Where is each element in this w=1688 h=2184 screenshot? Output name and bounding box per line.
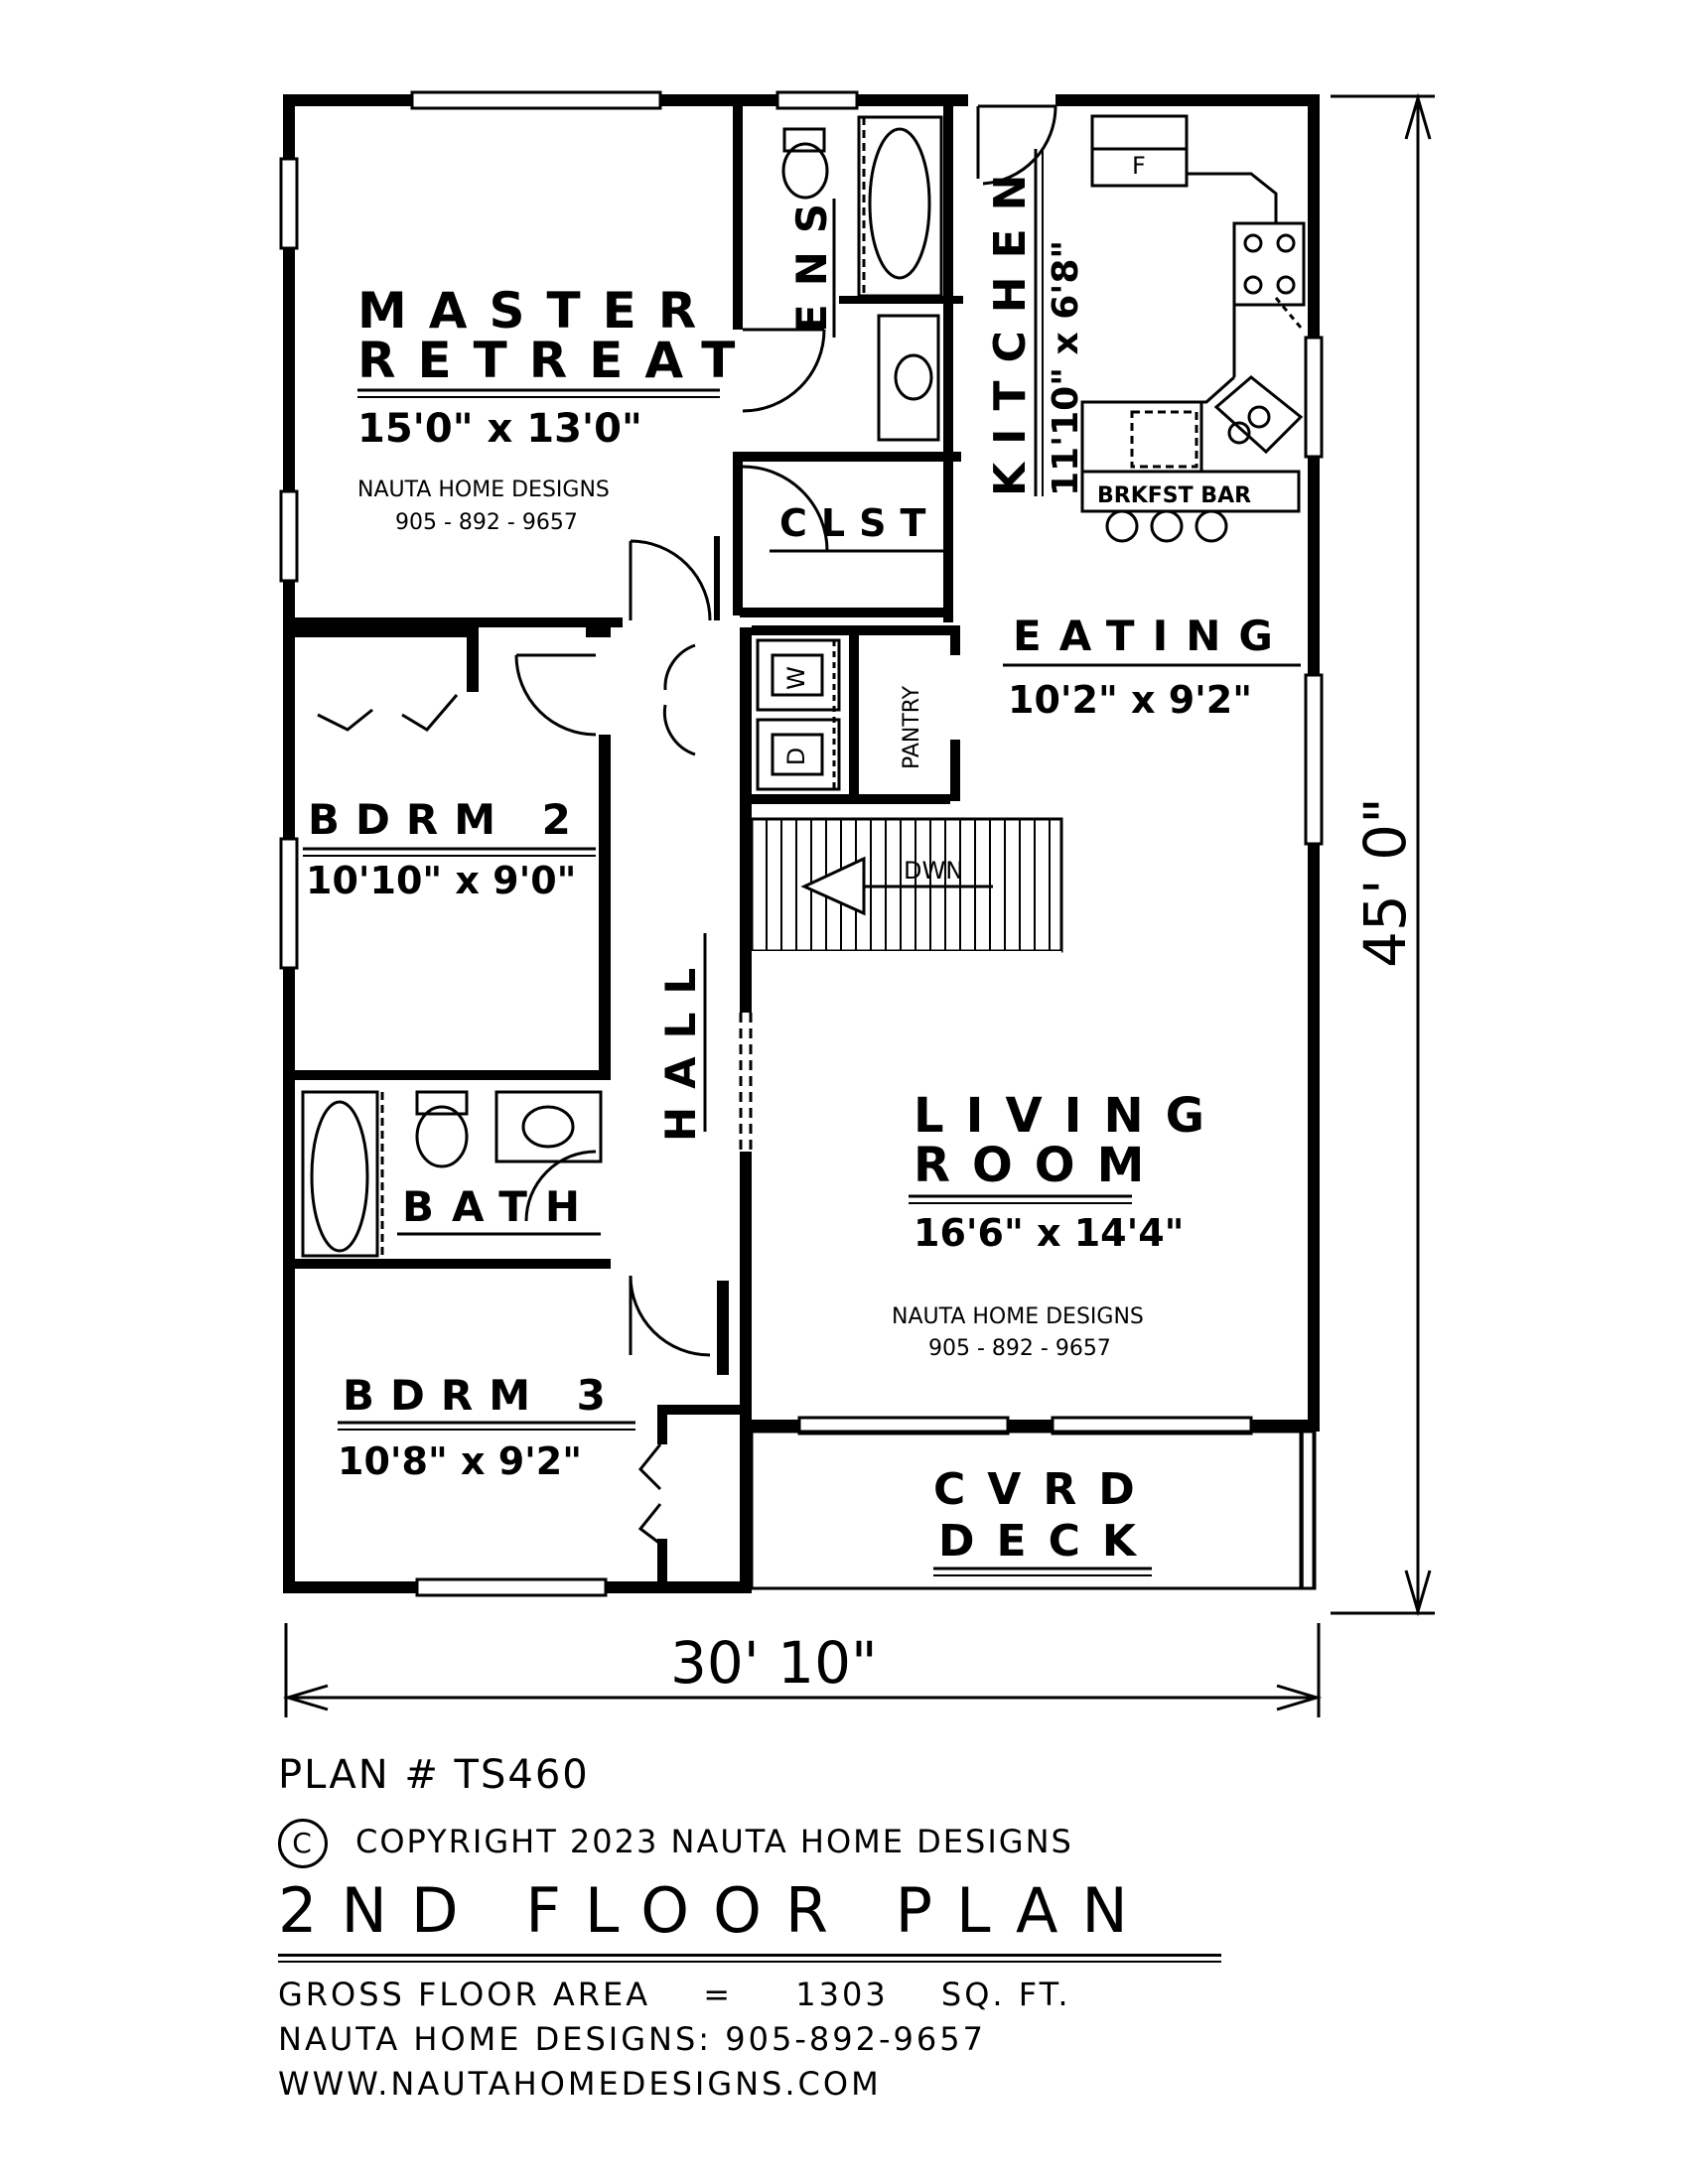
master-name-2: RETREAT [357, 332, 757, 389]
master-phone: 905 - 892 - 9657 [395, 510, 578, 535]
gross-value: 1303 [795, 1976, 889, 2013]
kitchen-label: KITCHEN [985, 157, 1036, 496]
brkfst-bar-label: BRKFST BAR [1097, 483, 1251, 508]
plan-number: PLAN # TS460 [278, 1752, 590, 1798]
deck-name-2: DECK [938, 1516, 1158, 1567]
gross-equals: = [703, 1976, 734, 2013]
depth-dimension: 45' 0" [1351, 797, 1419, 968]
deck-name-1: CVRD [933, 1464, 1157, 1515]
master-size: 15'0" x 13'0" [357, 406, 642, 452]
floor-plan-drawing: MASTER RETREAT 15'0" x 13'0" NAUTA HOME … [279, 90, 1435, 1717]
stair [750, 817, 1063, 957]
ens-fixtures [781, 115, 943, 442]
website-line: WWW.NAUTAHOMEDESIGNS.COM [278, 2065, 882, 2103]
interior-walls [295, 106, 963, 1583]
copyright-text: COPYRIGHT 2023 NAUTA HOME DESIGNS [355, 1823, 1073, 1860]
floor-plan-title: 2ND FLOOR PLAN [278, 1874, 1152, 1947]
copyright-symbol: C [278, 1819, 328, 1868]
gross-floor-area: GROSS FLOOR AREA = 1303 SQ. FT. [278, 1976, 1071, 2013]
contact-line: NAUTA HOME DESIGNS: 905-892-9657 [278, 2020, 986, 2058]
bdrm3-size: 10'8" x 9'2" [338, 1439, 582, 1483]
master-credit: NAUTA HOME DESIGNS [357, 478, 610, 502]
bath-fixtures [301, 1090, 603, 1258]
windows [279, 90, 1324, 1597]
kitchen-fixtures [1080, 114, 1306, 543]
bdrm3-name: BDRM 3 [343, 1371, 622, 1420]
eating-label: EATING [1013, 612, 1291, 660]
hall-label: HALL [656, 950, 705, 1142]
width-dimension-line [282, 1623, 1323, 1717]
ens-label: ENS [787, 186, 836, 333]
pantry-label: PANTRY [900, 685, 924, 769]
gross-unit: SQ. FT. [940, 1976, 1071, 2013]
living-phone: 905 - 892 - 9657 [928, 1336, 1111, 1361]
depth-dimension-line [1331, 92, 1435, 1617]
dryer-label: D [782, 748, 810, 765]
living-size: 16'6" x 14'4" [914, 1211, 1184, 1255]
title-underline [278, 1954, 1221, 1963]
doors [317, 104, 1057, 1546]
clst-label: CLST [779, 501, 939, 545]
bdrm2-size: 10'10" x 9'0" [306, 859, 576, 902]
living-name-2: ROOM [914, 1138, 1166, 1193]
living-name-1: LIVING [914, 1088, 1226, 1144]
master-name-1: MASTER [357, 282, 718, 340]
living-credit: NAUTA HOME DESIGNS [892, 1304, 1144, 1329]
copyright-line: C COPYRIGHT 2023 NAUTA HOME DESIGNS [278, 1819, 1073, 1868]
bath-label: BATH [402, 1182, 598, 1231]
gross-label: GROSS FLOOR AREA [278, 1976, 651, 2013]
hall-opening [739, 1013, 753, 1152]
fridge-label: F [1132, 152, 1146, 180]
width-dimension: 30' 10" [670, 1629, 878, 1697]
stair-dwn-label: DWN [904, 857, 963, 885]
laundry-fixtures [756, 638, 841, 791]
eating-size: 10'2" x 9'2" [1008, 678, 1252, 722]
bdrm2-name: BDRM 2 [308, 795, 587, 844]
kitchen-size: 11'10" x 6'8" [1046, 240, 1086, 496]
deck-outline [750, 1430, 1316, 1590]
washer-label: W [782, 666, 810, 690]
